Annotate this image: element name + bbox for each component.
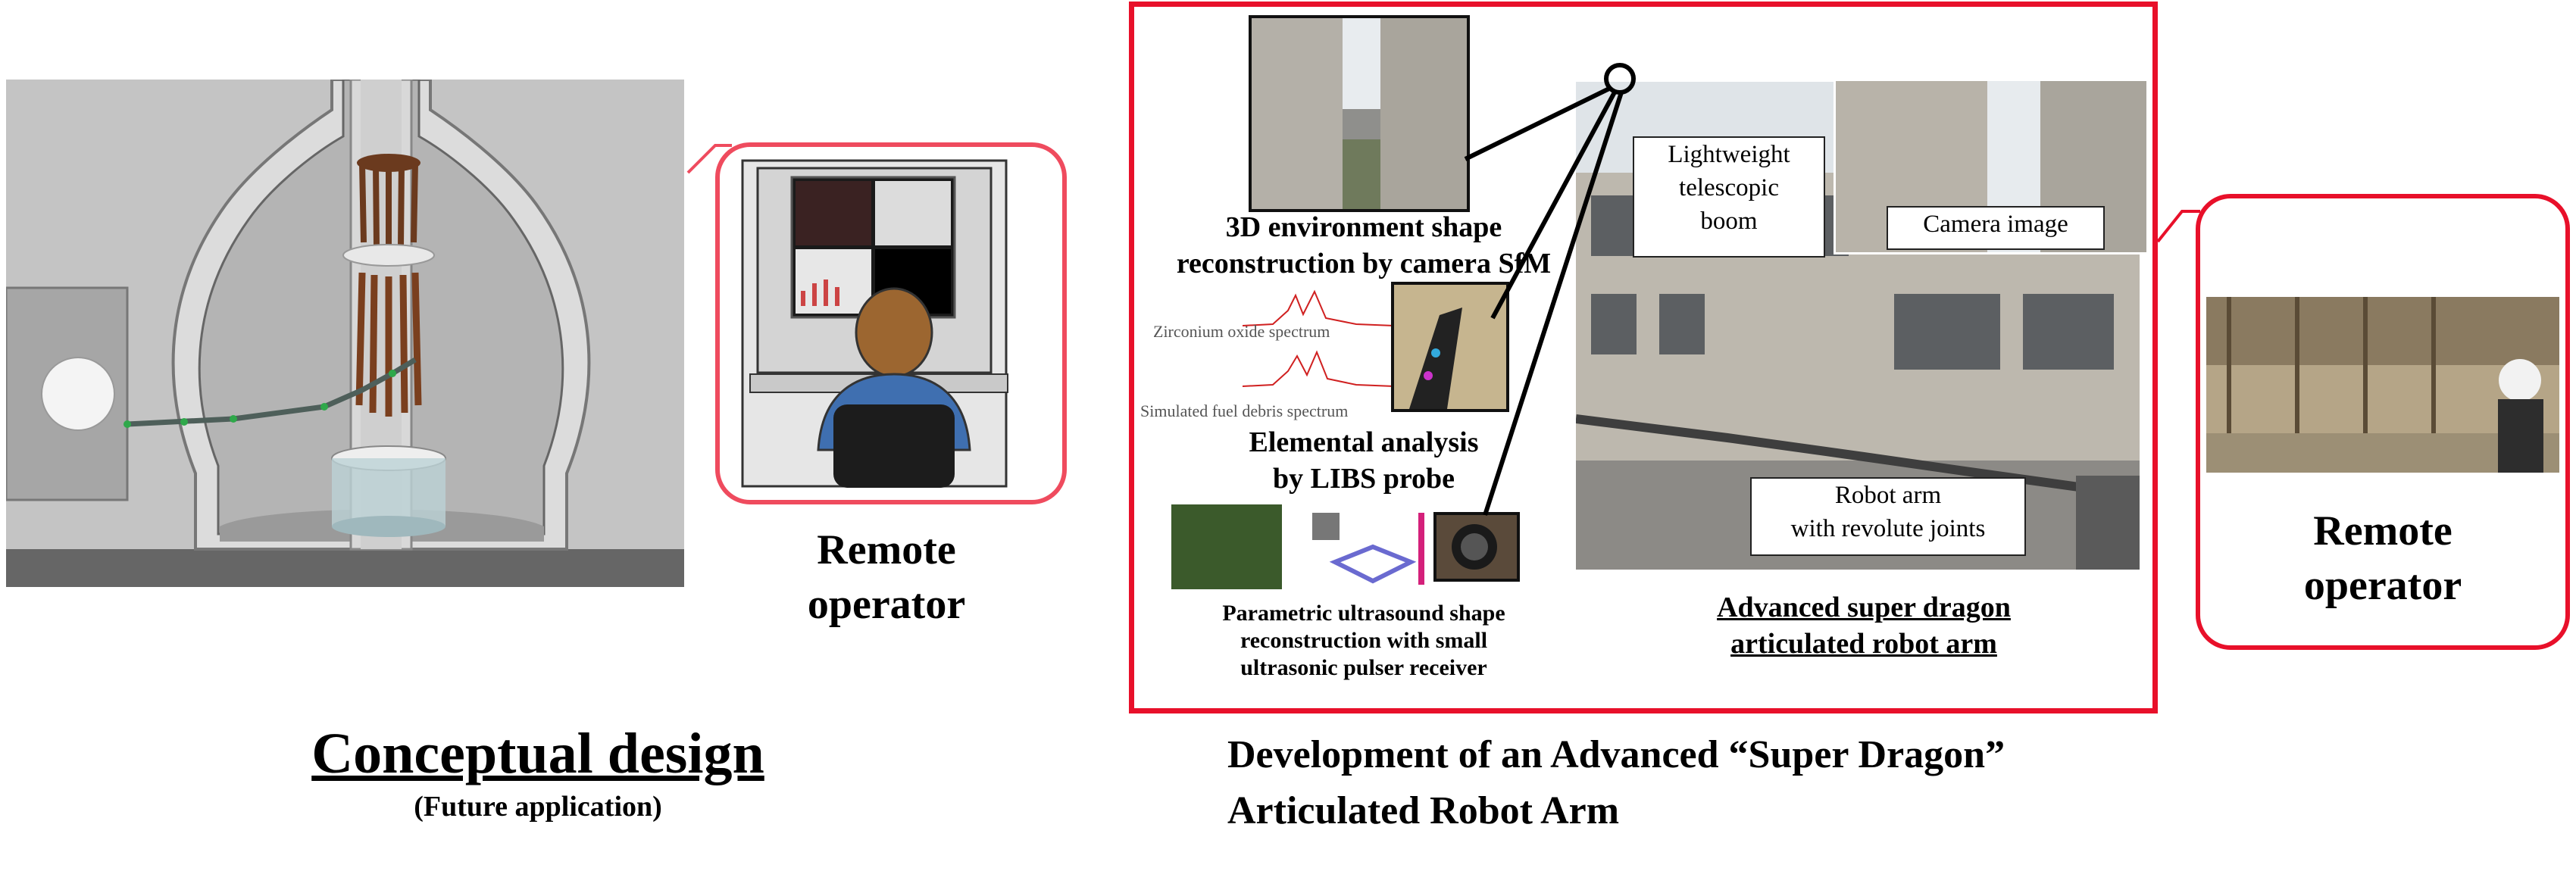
reactor-illustration xyxy=(6,80,684,587)
development-caption-line1: Development of an Advanced “Super Dragon… xyxy=(1227,733,2005,776)
boom-label-line3: boom xyxy=(1700,208,1758,235)
reactor-cross-section xyxy=(6,80,684,587)
remote-operator-label-left: Remote operator xyxy=(758,523,1015,632)
remote-operator-photo xyxy=(2206,297,2559,473)
remote-operator-right-line2: operator xyxy=(2303,562,2462,609)
remote-operator-frame-left xyxy=(715,142,1067,504)
libs-label-line2: by LIBS probe xyxy=(1272,463,1455,495)
libs-probe-graphic xyxy=(1394,285,1506,409)
callout-connector-right xyxy=(2156,210,2200,243)
remote-operator-line2: operator xyxy=(807,581,966,628)
ultrasound-label-line3: ultrasonic pulser receiver xyxy=(1240,655,1487,680)
sfm-label-line1: 3D environment shape xyxy=(1225,211,1502,243)
ultrasound-shape-graphic xyxy=(1312,513,1424,585)
telescopic-boom-callout: Lightweight telescopic boom xyxy=(1633,136,1825,258)
sfm-label: 3D environment shape reconstruction by c… xyxy=(1136,209,1591,282)
development-caption-line2: Articulated Robot Arm xyxy=(1227,789,1620,832)
remote-operator-right-line1: Remote xyxy=(2313,507,2453,554)
conceptual-design-title: Conceptual design xyxy=(311,722,764,785)
ultrasonic-probe-graphic xyxy=(1452,524,1497,570)
spectrum-top-label: Zirconium oxide spectrum xyxy=(1153,322,1330,341)
libs-probe-photo xyxy=(1391,282,1509,412)
remote-operator-label-right: Remote operator xyxy=(2243,504,2523,613)
connector-lines xyxy=(1464,63,1636,516)
camera-image-callout: Camera image xyxy=(1887,206,2105,250)
boom-label-line2: telescopic xyxy=(1679,174,1779,201)
libs-label-line1: Elemental analysis xyxy=(1249,426,1479,458)
boom-label-line1: Lightweight xyxy=(1668,141,1790,168)
robot-arm-label-line2: with revolute joints xyxy=(1790,515,1986,542)
ultrasound-label-line1: Parametric ultrasound shape xyxy=(1222,601,1505,626)
super-dragon-title-line2: articulated robot arm xyxy=(1730,628,1997,660)
sfm-photo xyxy=(1249,15,1470,212)
ultrasound-label: Parametric ultrasound shape reconstructi… xyxy=(1152,600,1576,682)
conceptual-design-caption: Conceptual design (Future application) xyxy=(288,720,788,826)
sfm-label-line2: reconstruction by camera SfM xyxy=(1176,248,1552,279)
remote-operator-line1: Remote xyxy=(817,526,956,573)
libs-label: Elemental analysis by LIBS probe xyxy=(1182,424,1546,497)
pulser-board-photo xyxy=(1171,504,1282,589)
robot-arm-label-line1: Robot arm xyxy=(1834,482,1942,509)
spectrum-plots xyxy=(1243,289,1394,387)
super-dragon-title-line1: Advanced super dragon xyxy=(1717,592,2011,623)
super-dragon-title: Advanced super dragon articulated robot … xyxy=(1637,589,2091,662)
sfm-building-graphic xyxy=(1252,18,1467,209)
conceptual-design-subtitle: (Future application) xyxy=(414,791,662,823)
robot-arm-callout: Robot arm with revolute joints xyxy=(1750,477,2026,556)
callout-connector-left xyxy=(686,144,732,174)
spectrum-bottom-label: Simulated fuel debris spectrum xyxy=(1140,401,1349,420)
lab-scene-graphic xyxy=(2206,297,2559,473)
ultrasonic-probe-photo xyxy=(1433,512,1520,582)
development-caption: Development of an Advanced “Super Dragon… xyxy=(1227,727,2137,839)
ultrasound-label-line2: reconstruction with small xyxy=(1240,628,1488,653)
operator-illustration xyxy=(741,159,1008,488)
